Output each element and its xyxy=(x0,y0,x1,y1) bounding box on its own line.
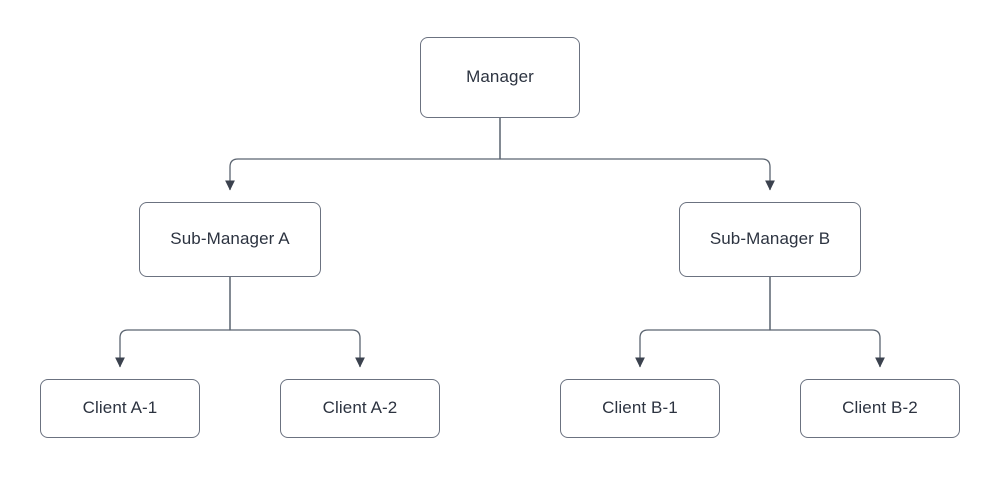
edge-manager-to-sub-b xyxy=(499,118,775,191)
node-client-a1[interactable]: Client A-1 xyxy=(40,379,200,438)
node-client-a1-label: Client A-1 xyxy=(82,398,158,418)
node-client-b1-label: Client B-1 xyxy=(602,398,678,418)
node-manager-label: Manager xyxy=(466,67,534,87)
node-client-a2-label: Client A-2 xyxy=(322,398,398,418)
edge-sub-a-to-client-a1 xyxy=(115,277,231,368)
edge-manager-to-sub-a xyxy=(225,118,501,191)
node-sub-manager-b-label: Sub-Manager B xyxy=(709,229,831,249)
node-client-b1[interactable]: Client B-1 xyxy=(560,379,720,438)
node-client-b2-label: Client B-2 xyxy=(842,398,918,418)
edge-sub-b-to-client-b2 xyxy=(769,277,885,368)
node-sub-manager-a-label: Sub-Manager A xyxy=(170,229,290,249)
edge-sub-a-to-client-a2 xyxy=(229,277,365,368)
node-sub-manager-a[interactable]: Sub-Manager A xyxy=(139,202,321,277)
node-client-a2[interactable]: Client A-2 xyxy=(280,379,440,438)
edge-sub-b-to-client-b1 xyxy=(635,277,771,368)
node-manager[interactable]: Manager xyxy=(420,37,580,118)
node-sub-manager-b[interactable]: Sub-Manager B xyxy=(679,202,861,277)
node-client-b2[interactable]: Client B-2 xyxy=(800,379,960,438)
